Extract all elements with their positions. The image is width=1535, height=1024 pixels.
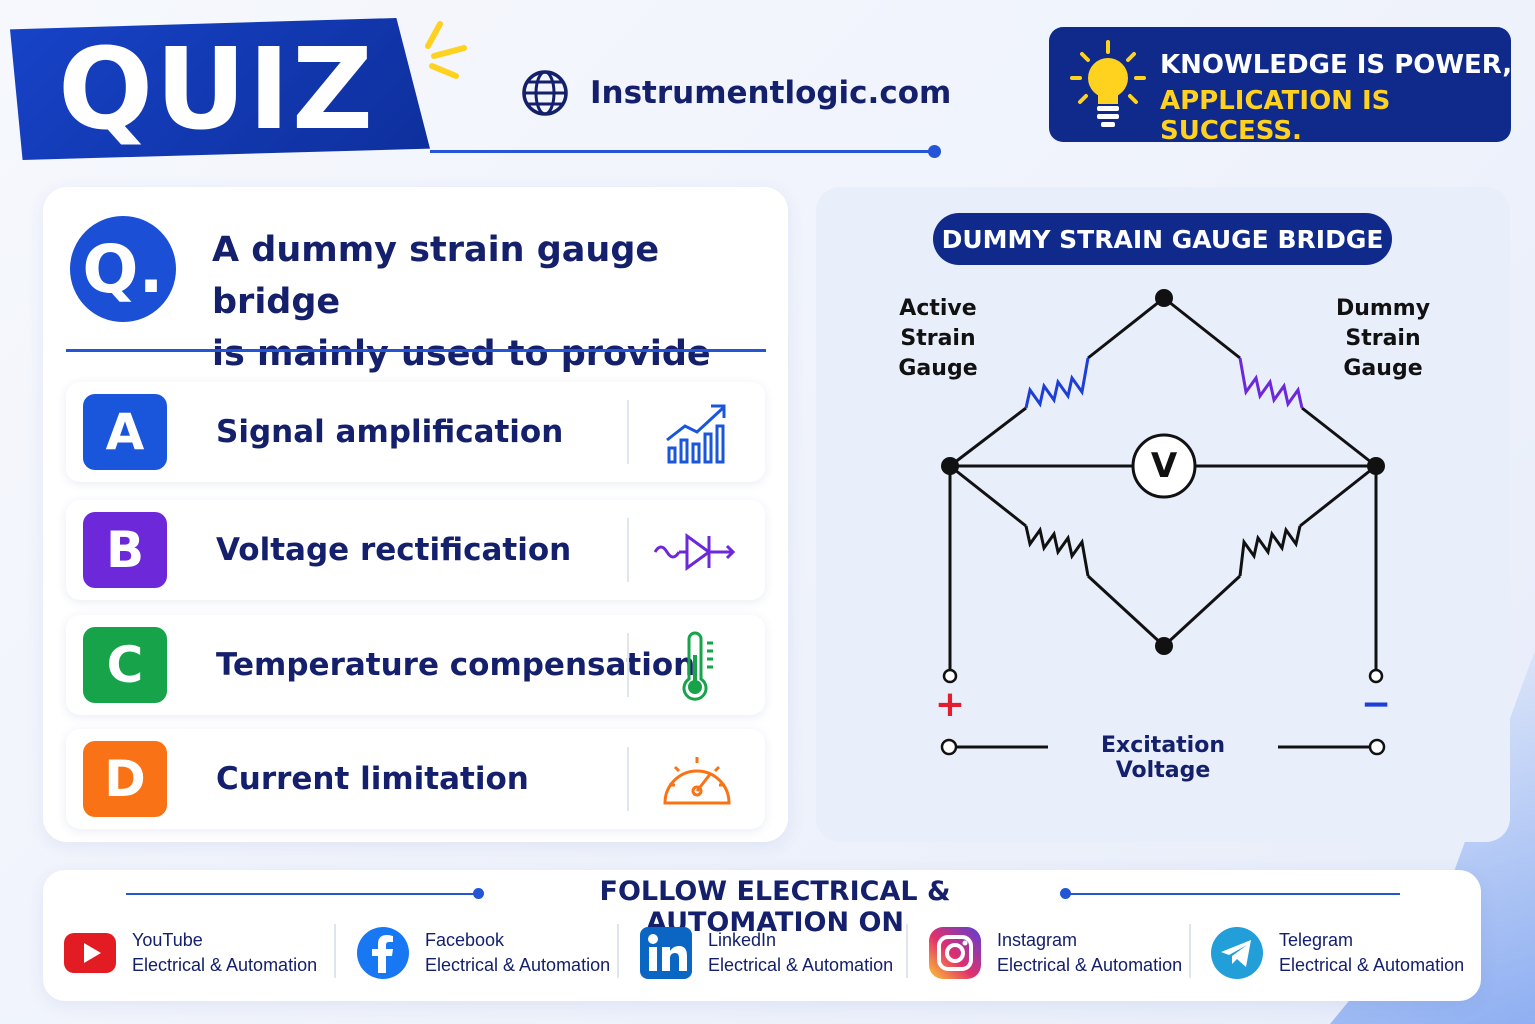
social-instagram[interactable]: Instagram Electrical & Automation bbox=[927, 922, 1182, 984]
quiz-title: QUIZ bbox=[58, 25, 376, 155]
bridge-circuit bbox=[940, 289, 1386, 756]
wire-right-top bbox=[1301, 406, 1377, 468]
plus-terminal-label: + bbox=[934, 684, 966, 725]
linkedin-icon bbox=[640, 927, 692, 979]
chart-growth-icon bbox=[666, 404, 726, 464]
social-name: LinkedIn bbox=[708, 930, 777, 950]
thermometer-icon bbox=[682, 631, 713, 701]
question-badge: Q. bbox=[70, 216, 176, 322]
footer-divider-right bbox=[1068, 893, 1400, 895]
question-text: A dummy strain gauge bridge is mainly us… bbox=[212, 224, 772, 432]
node-top bbox=[1155, 289, 1173, 307]
social-telegram[interactable]: Telegram Electrical & Automation bbox=[1209, 922, 1464, 984]
dummy-gauge-label-line-1: Dummy bbox=[1335, 296, 1431, 321]
active-gauge-resistor bbox=[1024, 357, 1090, 409]
node-bottom bbox=[1155, 637, 1173, 655]
option-label: Signal amplification bbox=[216, 414, 564, 450]
social-separator bbox=[334, 924, 336, 978]
terminal-left-top bbox=[942, 668, 958, 684]
wire-right-bottom bbox=[1299, 464, 1377, 528]
gauge-icon bbox=[663, 757, 731, 805]
node-right bbox=[1367, 457, 1385, 475]
lower-right-resistor bbox=[1238, 525, 1302, 577]
option-label: Current limitation bbox=[216, 761, 529, 797]
quiz-banner bbox=[10, 18, 430, 160]
option-label: Temperature compensation bbox=[216, 647, 696, 683]
voltmeter-label: V bbox=[1150, 446, 1178, 486]
lower-left-resistor bbox=[1024, 525, 1090, 577]
active-gauge-label-line-2: Strain Gauge bbox=[898, 326, 978, 381]
telegram-icon bbox=[1211, 927, 1263, 979]
motto-line-1: KNOWLEDGE IS POWER, bbox=[1160, 50, 1513, 80]
option-label: Voltage rectification bbox=[216, 532, 572, 568]
option-letter: D bbox=[83, 741, 167, 817]
node-left bbox=[941, 457, 959, 475]
instagram-icon bbox=[929, 927, 981, 979]
footer-divider-dot-right bbox=[1060, 888, 1071, 899]
dummy-gauge-label: Dummy Strain Gauge bbox=[1303, 294, 1463, 384]
youtube-icon bbox=[64, 933, 116, 973]
terminal-left-bottom bbox=[940, 738, 958, 756]
wire-top-left bbox=[1087, 296, 1165, 360]
social-facebook[interactable]: Facebook Electrical & Automation bbox=[355, 922, 610, 984]
minus-terminal-label: − bbox=[1360, 684, 1392, 725]
option-c[interactable]: C Temperature compensation bbox=[66, 615, 765, 715]
dummy-gauge-label-line-2: Strain Gauge bbox=[1343, 326, 1423, 381]
social-subtitle: Electrical & Automation bbox=[1279, 955, 1465, 975]
option-divider bbox=[627, 747, 629, 811]
option-letter: C bbox=[83, 627, 167, 703]
wire-left-bottom bbox=[949, 464, 1027, 528]
active-gauge-label: Active Strain Gauge bbox=[858, 294, 1018, 384]
diagram-title: DUMMY STRAIN GAUGE BRIDGE bbox=[933, 213, 1392, 265]
facebook-icon bbox=[357, 927, 409, 979]
diode-icon bbox=[653, 533, 736, 571]
social-separator bbox=[617, 924, 619, 978]
option-divider bbox=[627, 400, 629, 464]
social-subtitle: Electrical & Automation bbox=[708, 955, 894, 975]
footer-divider-left bbox=[126, 893, 478, 895]
excitation-voltage-label: Excitation Voltage bbox=[1101, 733, 1225, 783]
social-youtube[interactable]: YouTube Electrical & Automation bbox=[62, 922, 317, 984]
option-letter: A bbox=[83, 394, 167, 470]
website-link[interactable]: Instrumentlogic.com bbox=[520, 66, 951, 120]
option-divider bbox=[627, 633, 629, 697]
question-line-1: A dummy strain gauge bridge bbox=[212, 230, 660, 322]
globe-icon bbox=[522, 70, 568, 116]
lightbulb-icon bbox=[1070, 40, 1146, 127]
sparkle-icon bbox=[425, 21, 467, 79]
social-separator bbox=[906, 924, 908, 978]
option-b[interactable]: B Voltage rectification bbox=[66, 500, 765, 600]
wire-bottom-left bbox=[1086, 574, 1166, 648]
question-divider bbox=[66, 349, 766, 352]
dummy-gauge-resistor bbox=[1238, 357, 1304, 409]
motto-line-2: APPLICATION IS SUCCESS. bbox=[1160, 86, 1391, 146]
header-divider-dot bbox=[928, 145, 941, 158]
social-name: Instagram bbox=[997, 930, 1078, 950]
social-subtitle: Electrical & Automation bbox=[425, 955, 611, 975]
social-linkedin[interactable]: LinkedIn Electrical & Automation bbox=[638, 922, 893, 984]
header-divider bbox=[430, 150, 934, 153]
option-letter: B bbox=[83, 512, 167, 588]
wire-top-right bbox=[1163, 296, 1241, 360]
active-gauge-label-line-1: Active bbox=[899, 296, 977, 321]
voltmeter-icon bbox=[1131, 433, 1197, 499]
option-d[interactable]: D Current limitation bbox=[66, 729, 765, 829]
social-separator bbox=[1189, 924, 1191, 978]
option-divider bbox=[627, 518, 629, 582]
wire-bottom-right bbox=[1162, 574, 1242, 648]
social-name: Telegram bbox=[1279, 930, 1354, 950]
social-subtitle: Electrical & Automation bbox=[997, 955, 1183, 975]
social-name: YouTube bbox=[132, 930, 203, 950]
social-subtitle: Electrical & Automation bbox=[132, 955, 318, 975]
option-a[interactable]: A Signal amplification bbox=[66, 382, 765, 482]
website-text: Instrumentlogic.com bbox=[590, 75, 952, 111]
footer-divider-dot-left bbox=[473, 888, 484, 899]
terminal-right-top bbox=[1368, 668, 1384, 684]
social-name: Facebook bbox=[425, 930, 505, 950]
terminal-right-bottom bbox=[1368, 738, 1386, 756]
wire-left-top bbox=[949, 406, 1027, 468]
